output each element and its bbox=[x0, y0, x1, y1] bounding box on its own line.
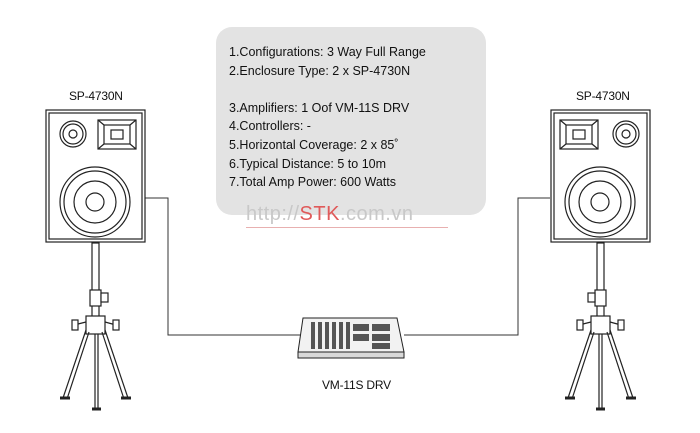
watermark-suffix: .com.vn bbox=[339, 203, 414, 225]
mixer-knobs bbox=[311, 322, 390, 349]
right-speaker-assembly bbox=[550, 109, 651, 411]
left-speaker-label: SP-4730N bbox=[69, 89, 123, 103]
cable-right bbox=[404, 197, 550, 336]
left-speaker-cabinet bbox=[45, 109, 146, 243]
spec-controllers: 4.Controllers: - bbox=[229, 119, 311, 134]
right-speaker-cabinet bbox=[550, 109, 651, 243]
specification-list: 1.Configurations: 3 Way Full Range 2.Enc… bbox=[229, 43, 426, 192]
watermark-prefix: http:// bbox=[246, 203, 300, 225]
watermark-brand: STK bbox=[299, 203, 340, 225]
mixer-label: VM-11S DRV bbox=[322, 378, 391, 392]
spec-horizontal-coverage: 5.Horizontal Coverage: 2 x 85˚ bbox=[229, 137, 399, 152]
right-tripod-stand bbox=[565, 242, 636, 411]
watermark: http://STK.com.vn bbox=[246, 203, 413, 226]
left-speaker-assembly bbox=[45, 109, 146, 411]
spec-configurations: 1.Configurations: 3 Way Full Range bbox=[229, 45, 426, 59]
spec-total-amp-power: 7.Total Amp Power: 600 Watts bbox=[229, 175, 396, 190]
watermark-underline bbox=[246, 227, 448, 228]
spec-amplifiers: 3.Amplifiers: 1 Oof VM-11S DRV bbox=[229, 100, 410, 115]
signal-cables bbox=[145, 197, 550, 336]
spec-typical-distance: 6.Typical Distance: 5 to 10m bbox=[229, 156, 387, 171]
mixer-amplifier bbox=[297, 317, 405, 359]
cable-left bbox=[145, 197, 303, 336]
specification-panel bbox=[216, 27, 486, 215]
right-speaker-label: SP-4730N bbox=[576, 89, 630, 103]
spec-enclosure-type: 2.Enclosure Type: 2 x SP-4730N bbox=[229, 63, 411, 78]
left-tripod-stand bbox=[60, 242, 131, 411]
